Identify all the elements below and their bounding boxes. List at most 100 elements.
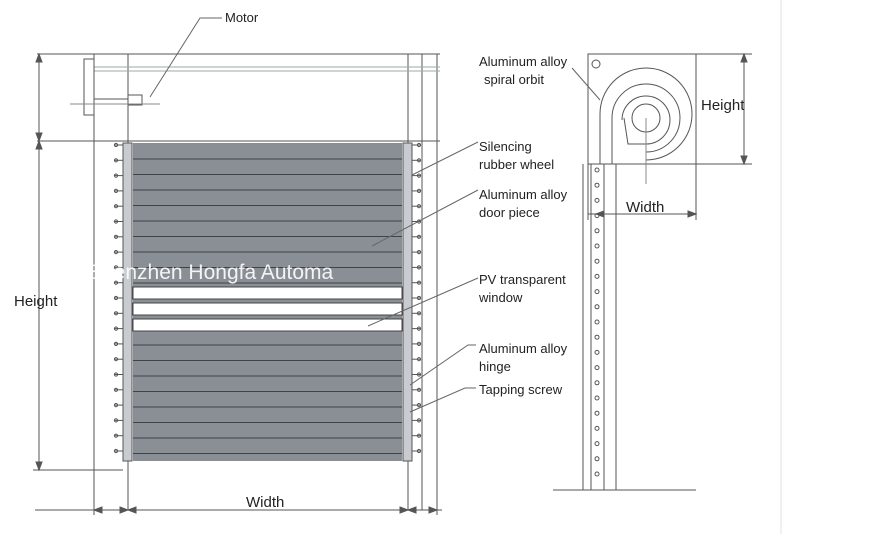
rubber-wheel-icon — [113, 219, 119, 224]
rubber-wheel-icon — [113, 387, 119, 392]
rubber-wheel-icon — [416, 280, 422, 285]
hinge-bead-icon — [594, 365, 600, 371]
rubber-wheel-icon — [416, 357, 422, 362]
hinge-bead-icon — [594, 410, 600, 416]
side-door-beads — [594, 167, 600, 477]
label-side-width: Width — [626, 199, 664, 216]
hinge-bead-icon — [594, 243, 600, 249]
rubber-wheel-icon — [416, 295, 422, 301]
transparent-window-3 — [132, 318, 403, 332]
rubber-wheel-icon — [113, 357, 119, 362]
spiral-inner — [621, 95, 671, 145]
spiral-outer — [599, 67, 693, 164]
label-spiral-orbit-1: Aluminum alloy — [479, 54, 568, 69]
leader-lines-front — [149, 17, 479, 413]
spiral-middle — [611, 83, 681, 164]
hinge-bead-icon — [594, 197, 600, 203]
rubber-wheel-icon — [113, 173, 119, 178]
label-motor: Motor — [225, 10, 259, 25]
left-rail — [122, 142, 133, 462]
rubber-wheel-icon — [416, 433, 422, 438]
rubber-wheel-icon — [416, 326, 422, 331]
rubber-wheel-icon — [113, 433, 119, 438]
rubber-wheel-icon — [113, 234, 119, 239]
rubber-wheel-icon — [416, 387, 422, 392]
rubber-wheel-icon — [113, 311, 119, 316]
rubber-wheel-icon — [416, 403, 422, 408]
hinge-bead-icon — [594, 304, 600, 310]
label-hinge-2: hinge — [479, 359, 511, 374]
right-rail — [402, 142, 413, 462]
rubber-wheel-icon — [113, 265, 119, 270]
rubber-wheel-icon — [416, 418, 422, 423]
rubber-wheel-icon — [416, 204, 422, 209]
roller-housing — [587, 53, 697, 165]
hinge-bead-icon — [594, 395, 600, 401]
transparent-window-2 — [132, 302, 403, 316]
rubber-wheel-icon — [113, 403, 119, 408]
label-rubber-wheel-2: rubber wheel — [479, 157, 554, 172]
hinge-bead-icon — [594, 349, 600, 355]
rubber-wheel-icon — [416, 173, 422, 178]
hinge-bead-icon — [594, 456, 600, 462]
rubber-wheel-icon — [113, 295, 119, 301]
rubber-wheel-icon — [416, 372, 422, 377]
rubber-wheel-icon — [113, 204, 119, 209]
hinge-bead-icon — [594, 228, 600, 234]
hinge-bead-icon — [594, 334, 600, 340]
label-window-1: PV transparent — [479, 272, 566, 287]
rubber-wheel-icon — [113, 188, 119, 193]
front-height-dimension — [33, 52, 123, 472]
hinge-bead-icon — [594, 289, 600, 295]
motor-body — [127, 94, 143, 106]
label-side-height: Height — [701, 97, 745, 114]
rubber-wheel-icon — [113, 250, 119, 255]
label-spiral-orbit-2: spiral orbit — [484, 72, 544, 87]
leader-lines-side — [571, 67, 601, 101]
rubber-wheel-icon — [113, 326, 119, 331]
rubber-wheel-icon — [416, 448, 422, 454]
rubber-wheel-icon — [113, 158, 119, 163]
hinge-bead-icon — [594, 441, 600, 447]
label-hinge-1: Aluminum alloy — [479, 341, 568, 356]
rubber-wheel-icon — [113, 372, 119, 377]
rubber-wheel-icon — [416, 265, 422, 270]
label-front-width: Width — [246, 494, 284, 511]
rubber-wheel-icon — [113, 142, 119, 148]
rubber-wheel-icon — [416, 250, 422, 255]
rubber-wheel-icon — [416, 158, 422, 163]
door-curtain — [133, 143, 402, 461]
rubber-wheel-icon — [416, 188, 422, 193]
hinge-bead-icon — [594, 258, 600, 264]
hinge-bead-icon — [594, 167, 600, 173]
rubber-wheel-icon — [113, 418, 119, 423]
side-width-dimension — [587, 164, 698, 220]
rubber-wheel-icon — [416, 234, 422, 239]
rubber-wheel-icon — [416, 341, 422, 346]
motor-bracket — [83, 58, 95, 116]
hinge-bead-icon — [594, 471, 600, 477]
rail-marks — [113, 142, 422, 454]
rubber-wheel-icon — [416, 142, 422, 148]
rubber-wheel-icon — [113, 341, 119, 346]
rubber-wheel-icon — [113, 448, 119, 454]
label-screw: Tapping screw — [479, 382, 563, 397]
hinge-bead-icon — [594, 182, 600, 188]
front-width-dimension — [35, 470, 442, 515]
label-door-piece-1: Aluminum alloy — [479, 187, 568, 202]
label-rubber-wheel-1: Silencing — [479, 139, 532, 154]
hinge-bead-icon — [594, 425, 600, 431]
transparent-window-1 — [132, 286, 403, 300]
hinge-bead-icon — [594, 380, 600, 386]
side-view — [553, 53, 752, 491]
housing-hole — [591, 59, 601, 69]
label-window-2: window — [478, 290, 523, 305]
hinge-bead-icon — [594, 273, 600, 279]
label-front-height: Height — [14, 293, 58, 310]
side-height-dimension — [740, 52, 748, 166]
rubber-wheel-icon — [416, 311, 422, 316]
rubber-wheel-icon — [113, 280, 119, 285]
watermark-text: Shenzhen Hongfa Automa — [88, 261, 334, 284]
label-door-piece-2: door piece — [479, 205, 540, 220]
